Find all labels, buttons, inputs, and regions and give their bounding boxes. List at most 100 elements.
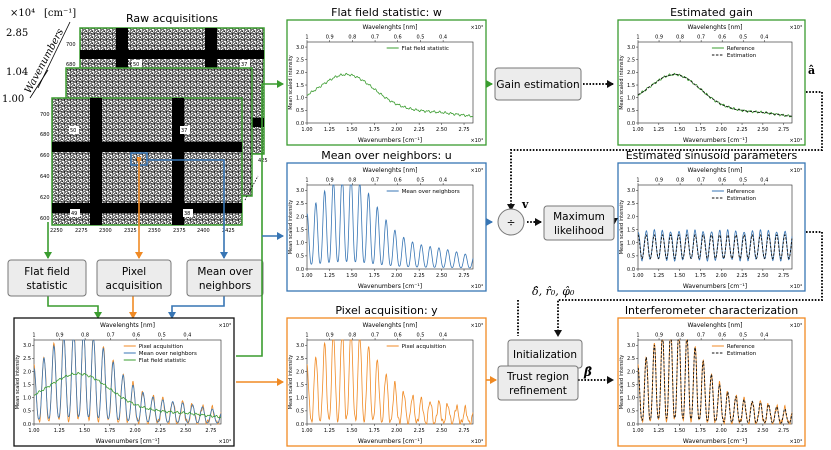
y-tick-label: 0.5 (23, 409, 31, 415)
top-tick-label: 0.6 (718, 333, 726, 339)
top-scale-label: ×10³ (218, 323, 231, 329)
top-tick-label: 0.6 (394, 333, 402, 339)
svg-text:2375: 2375 (173, 228, 186, 234)
plot-area (306, 184, 474, 270)
svg-text:2300: 2300 (99, 228, 112, 234)
raw-to-statistics-connectors (44, 159, 228, 319)
top-tick-label: 0.8 (348, 178, 356, 184)
top-tick-label: 0.5 (739, 178, 747, 184)
x-tick-label: 1.00 (28, 428, 39, 434)
series-estimation (637, 73, 793, 117)
x-tick-label: 1.75 (695, 127, 706, 133)
chart-title: Flat field statistic: w (331, 6, 442, 19)
x-tick-label: 1.50 (346, 273, 357, 279)
legend-entry: Pixel acquisition (402, 344, 447, 350)
y-tick-label: 2.5 (627, 356, 635, 362)
y-tick-label: 1.0 (296, 95, 304, 101)
pixel-acquisition-box: Pixel acquisition (96, 259, 172, 297)
y-axis-label: Mean scaled intensity (288, 355, 294, 410)
top-scale-label: ×10³ (470, 25, 483, 31)
y-tick-label: 3.0 (627, 45, 635, 51)
y-tick-label: 3.0 (23, 343, 31, 349)
x-tick-label: 2.50 (757, 273, 768, 279)
y-tick-label: 1.0 (296, 241, 304, 247)
y-tick-label: 1.5 (23, 382, 31, 388)
x-tick-label: 1.75 (369, 127, 380, 133)
y-tick-label: 3.0 (627, 188, 635, 194)
y-tick-label: 0.0 (627, 121, 635, 127)
x-tick-label: 1.00 (632, 273, 643, 279)
y-tick-label: 1.5 (296, 83, 304, 89)
initialization-box: Initialization (507, 339, 583, 369)
x-tick-label: 1.75 (695, 428, 706, 434)
raw-acquisitions: Raw acquisitions 50 37 700 680 425 (2, 8, 268, 234)
y-tick-label: 3.0 (296, 45, 304, 51)
pipeline-connectors (236, 80, 497, 386)
y-tick-label: 2.0 (296, 214, 304, 220)
top-tick-label: 0.7 (697, 35, 705, 41)
x-tick-label: 1.25 (653, 273, 664, 279)
y-tick-label: 1.0 (23, 396, 31, 402)
svg-text:640: 640 (40, 174, 50, 180)
top-tick-label: 0.9 (326, 178, 334, 184)
top-tick-label: 0.6 (132, 333, 140, 339)
back-y-tick-680: 680 (66, 62, 76, 68)
y-tick-label: 2.0 (296, 369, 304, 375)
top-tick-label: 0.9 (655, 35, 663, 41)
y-tick-label: 2.5 (627, 201, 635, 207)
back-y-tick-700: 700 (66, 42, 76, 48)
top-axis-label: Wavelenghts [nm] (363, 24, 418, 31)
top-tick-label: 0.5 (416, 333, 424, 339)
top-scale-label: ×10³ (470, 323, 483, 329)
x-tick-label: 1.50 (674, 273, 685, 279)
series-mean-over-neighbors (306, 184, 474, 269)
top-scale-label: ×10³ (789, 168, 802, 174)
y-axis-label: Mean scaled intensity (288, 200, 294, 255)
x-tick-label: 2.50 (436, 273, 447, 279)
y-tick-label: 0.5 (627, 254, 635, 260)
top-tick-label: 0.8 (676, 178, 684, 184)
y-tick-label: 0.0 (296, 267, 304, 273)
x-tick-label: 2.25 (736, 428, 747, 434)
series-reference (637, 72, 793, 118)
x-tick-label: 1.00 (301, 428, 312, 434)
symbol-params: δ̂, r̂₀, φ̂₀ (532, 285, 575, 298)
y-tick-label: 0.0 (627, 422, 635, 428)
svg-text:2425: 2425 (222, 228, 235, 234)
y-tick-label: 3.0 (296, 188, 304, 194)
svg-text:700: 700 (40, 112, 50, 118)
y-tick-label: 2.0 (23, 369, 31, 375)
top-scale-label: ×10³ (789, 25, 802, 31)
top-tick-label: 0.4 (439, 333, 447, 339)
x-tick-label: 2.75 (458, 127, 469, 133)
top-tick-label: 0.8 (348, 35, 356, 41)
top-tick-label: 1 (305, 178, 308, 184)
top-tick-label: 1 (636, 35, 639, 41)
top-tick-label: 0.8 (676, 35, 684, 41)
x-tick-label: 2.75 (205, 428, 216, 434)
svg-text:620: 620 (40, 195, 50, 201)
y-tick-label: 0.0 (296, 121, 304, 127)
x-tick-label: 1.25 (653, 127, 664, 133)
top-tick-label: 0.6 (718, 178, 726, 184)
y-tick-label: 3.0 (296, 343, 304, 349)
svg-text:660: 660 (40, 153, 50, 159)
x-axis-label: Wavenumbers [cm⁻¹] (683, 283, 747, 290)
top-tick-label: 1 (636, 178, 639, 184)
svg-text:neighbors: neighbors (199, 280, 251, 292)
top-axis-label: Wavelenghts [nm] (688, 322, 743, 329)
svg-text:2350: 2350 (148, 228, 161, 234)
y-axis-label: Mean scaled intensity (619, 200, 625, 255)
top-tick-label: 0.6 (394, 35, 402, 41)
y-tick-label: 2.5 (627, 58, 635, 64)
y-tick-label: 0.5 (627, 409, 635, 415)
x-axis-label: Wavenumbers [cm⁻¹] (358, 283, 422, 290)
wavenumber-label-0: 2.85 (6, 28, 28, 39)
top-tick-label: 0.7 (371, 333, 379, 339)
x-tick-label: 1.50 (346, 127, 357, 133)
x-tick-label: 2.00 (391, 273, 402, 279)
x-tick-label: 1.75 (104, 428, 115, 434)
x-axis-label: Wavenumbers [cm⁻¹] (683, 438, 747, 445)
